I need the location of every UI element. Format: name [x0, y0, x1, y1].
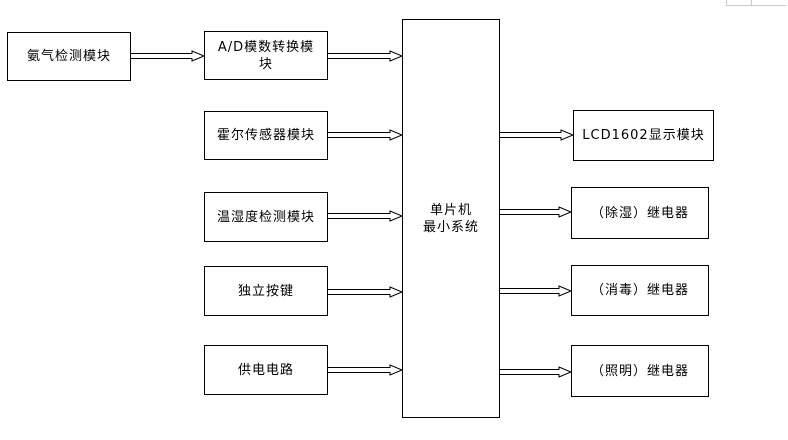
power-supply-module: 供电电路	[204, 345, 328, 395]
arrow-mcu-to-dehumidify	[500, 206, 573, 218]
ad-converter-module: A/D模数转换模 块	[204, 31, 328, 80]
arrow-power-to-mcu	[328, 364, 404, 376]
page-corner-mark-left	[726, 0, 727, 6]
mcu-minimum-system: 单片机 最小系统	[402, 19, 500, 418]
arrow-mcu-to-lcd	[500, 129, 575, 141]
dehumidify-relay: （除湿）继电器	[571, 187, 709, 239]
lcd1602-display-module: LCD1602显示模块	[573, 110, 714, 161]
arrow-temp-to-mcu	[328, 210, 404, 222]
hall-sensor-label: 霍尔传感器模块	[216, 128, 315, 143]
temp-humidity-module: 温湿度检测模块	[204, 192, 328, 242]
disinfect-relay: （消毒）继电器	[571, 265, 709, 316]
arrow-ammonia-to-adc	[131, 50, 206, 62]
arrow-mcu-to-disinfect	[500, 285, 573, 297]
independent-keys-module: 独立按键	[204, 266, 328, 316]
independent-keys-label: 独立按键	[237, 283, 294, 299]
dehumidify-relay-label: （除湿）继电器	[590, 205, 689, 221]
ad-converter-label-line2: 块	[258, 56, 273, 72]
arrow-hall-to-mcu	[328, 129, 404, 141]
lcd1602-label: LCD1602显示模块	[582, 128, 705, 143]
arrow-mcu-to-lighting	[500, 366, 573, 378]
lighting-relay-label: （照明）继电器	[590, 363, 689, 379]
ammonia-detection-module: 氨气检测模块	[7, 32, 131, 81]
mcu-label-line1: 单片机	[429, 202, 472, 218]
power-supply-label: 供电电路	[237, 362, 294, 378]
disinfect-relay-label: （消毒）继电器	[590, 283, 689, 298]
mcu-label-line2: 最小系统	[422, 219, 479, 235]
arrow-adc-to-mcu	[328, 50, 404, 62]
ammonia-detection-label: 氨气检测模块	[26, 49, 111, 64]
ad-converter-label-line1: A/D模数转换模	[217, 39, 315, 55]
lighting-relay: （照明）继电器	[571, 345, 709, 397]
arrow-keys-to-mcu	[328, 286, 404, 298]
hall-sensor-module: 霍尔传感器模块	[204, 111, 328, 160]
temp-humidity-label: 温湿度检测模块	[216, 209, 315, 225]
page-corner-mark-right	[751, 0, 752, 6]
page-corner-line	[726, 5, 786, 6]
